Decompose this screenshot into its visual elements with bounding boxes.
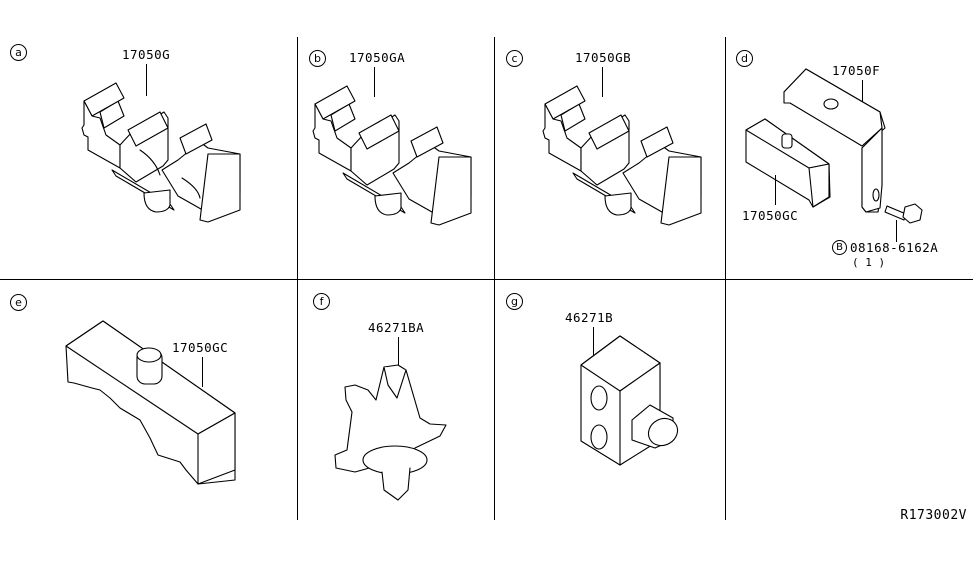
clamp-illustration[interactable] (0, 0, 300, 280)
leader-line (374, 67, 375, 97)
part-number-label[interactable]: 08168-6162A (850, 240, 939, 255)
clamp-illustration[interactable] (0, 0, 500, 280)
part-number-label[interactable]: 46271B (565, 310, 614, 325)
clamp-illustration[interactable] (0, 0, 730, 280)
clamp-block-shape (745, 118, 831, 208)
triple-clamp-shape (81, 82, 241, 223)
leader-line (602, 67, 603, 97)
leader-line (146, 64, 147, 96)
leader-line (398, 337, 399, 367)
part-number-label[interactable]: 17050F (832, 63, 881, 78)
panel-divider (494, 37, 495, 520)
part-number-label[interactable]: 17050GC (172, 340, 229, 355)
bracket-illustration[interactable] (0, 0, 975, 280)
reference-code: R173002V (900, 508, 967, 523)
clamp-block-illustration[interactable] (0, 0, 300, 566)
triple-clamp-shape (542, 85, 702, 226)
panel-divider (725, 37, 726, 520)
part-number-label[interactable]: 17050GC (742, 208, 799, 223)
leader-line (862, 80, 863, 105)
callout-label: a (10, 44, 27, 61)
part-number-label[interactable]: 17050G (122, 47, 171, 62)
push-clip-shape (334, 364, 447, 501)
leader-line (896, 220, 897, 242)
leader-line (775, 175, 776, 205)
triple-clamp-shape (312, 85, 472, 226)
part-number-label[interactable]: 17050GB (575, 50, 632, 65)
callout-label: d (736, 50, 753, 67)
clip-block-illustration[interactable] (0, 0, 730, 566)
callout-label: f (313, 293, 330, 310)
callout-label: e (10, 294, 27, 311)
clip-block-shape (580, 335, 679, 466)
quantity-label: ( 1 ) (852, 256, 886, 269)
bolt-shape (884, 203, 923, 224)
callout-label: c (506, 50, 523, 67)
callout-label: b (309, 50, 326, 67)
bracket-shape (783, 68, 886, 213)
leader-line (202, 357, 203, 387)
push-clip-illustration[interactable] (0, 0, 500, 566)
leader-line (593, 327, 594, 357)
part-number-label[interactable]: 46271BA (368, 320, 425, 335)
bolt-marker: B (832, 240, 847, 255)
clamp-block-shape (65, 320, 236, 485)
callout-label: g (506, 293, 523, 310)
part-number-label[interactable]: 17050GA (349, 50, 406, 65)
panel-divider (297, 37, 298, 520)
panel-divider (0, 279, 973, 280)
